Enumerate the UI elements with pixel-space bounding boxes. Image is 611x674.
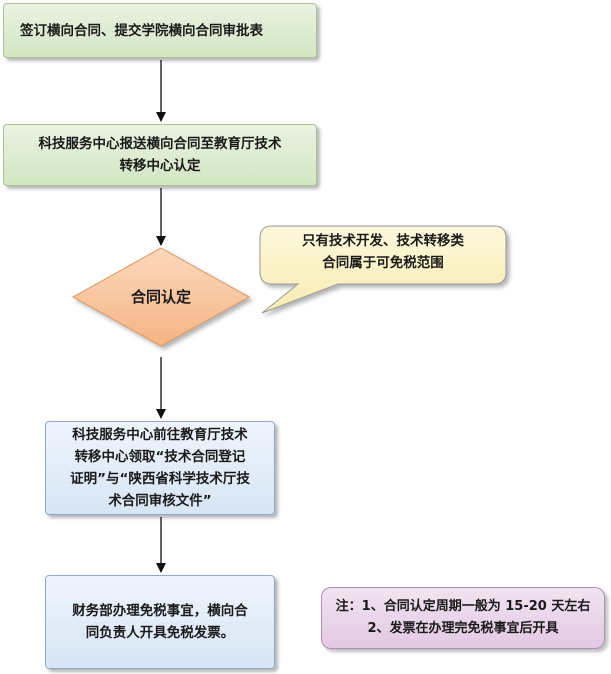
step-collect-line-4: 术合同审核文件” <box>108 493 212 509</box>
callout-text: 只有技术开发、技术转移类 合同属于可免税范围 <box>268 230 498 274</box>
step-collect-line-3: 证明”与“陕西省科学技术厅技 <box>70 471 250 487</box>
decision-label: 合同认定 <box>130 288 191 306</box>
step-sign-text: 签订横向合同、提交学院横向合同审批表 <box>20 22 263 39</box>
callout-line-1: 只有技术开发、技术转移类 <box>302 233 464 249</box>
step-collect-line-2: 转移中心领取“技术合同登记 <box>74 449 246 465</box>
step-finance-line-2: 同负责人开具免税发票。 <box>85 625 235 641</box>
callout-bubble <box>259 225 507 314</box>
step-report-line-2: 转移中心认定 <box>119 158 201 174</box>
note-line-1: 注：1、合同认定周期一般为 15-20 天左右 <box>335 599 591 614</box>
step-finance-line-1: 财务部办理免税事宜，横向合 <box>72 603 248 619</box>
callout-line-2: 合同属于可免税范围 <box>322 255 444 271</box>
step-collect-line-1: 科技服务中心前往教育厅技术 <box>72 427 248 443</box>
note-box: 注：1、合同认定周期一般为 15-20 天左右 2、发票在办理完免税事宜后开具 <box>321 587 605 649</box>
step-finance-tax-exempt: 财务部办理免税事宜，横向合 同负责人开具免税发票。 <box>45 575 275 669</box>
note-line-2: 2、发票在办理完免税事宜后开具 <box>367 621 559 636</box>
step-report-line-1: 科技服务中心报送横向合同至教育厅技术 <box>38 136 282 152</box>
step-report-contract: 科技服务中心报送横向合同至教育厅技术 转移中心认定 <box>3 124 317 186</box>
step-collect-certificate: 科技服务中心前往教育厅技术 转移中心领取“技术合同登记 证明”与“陕西省科学技术… <box>45 421 275 515</box>
decision-diamond <box>71 247 251 347</box>
step-sign-contract: 签订横向合同、提交学院横向合同审批表 <box>3 3 317 58</box>
